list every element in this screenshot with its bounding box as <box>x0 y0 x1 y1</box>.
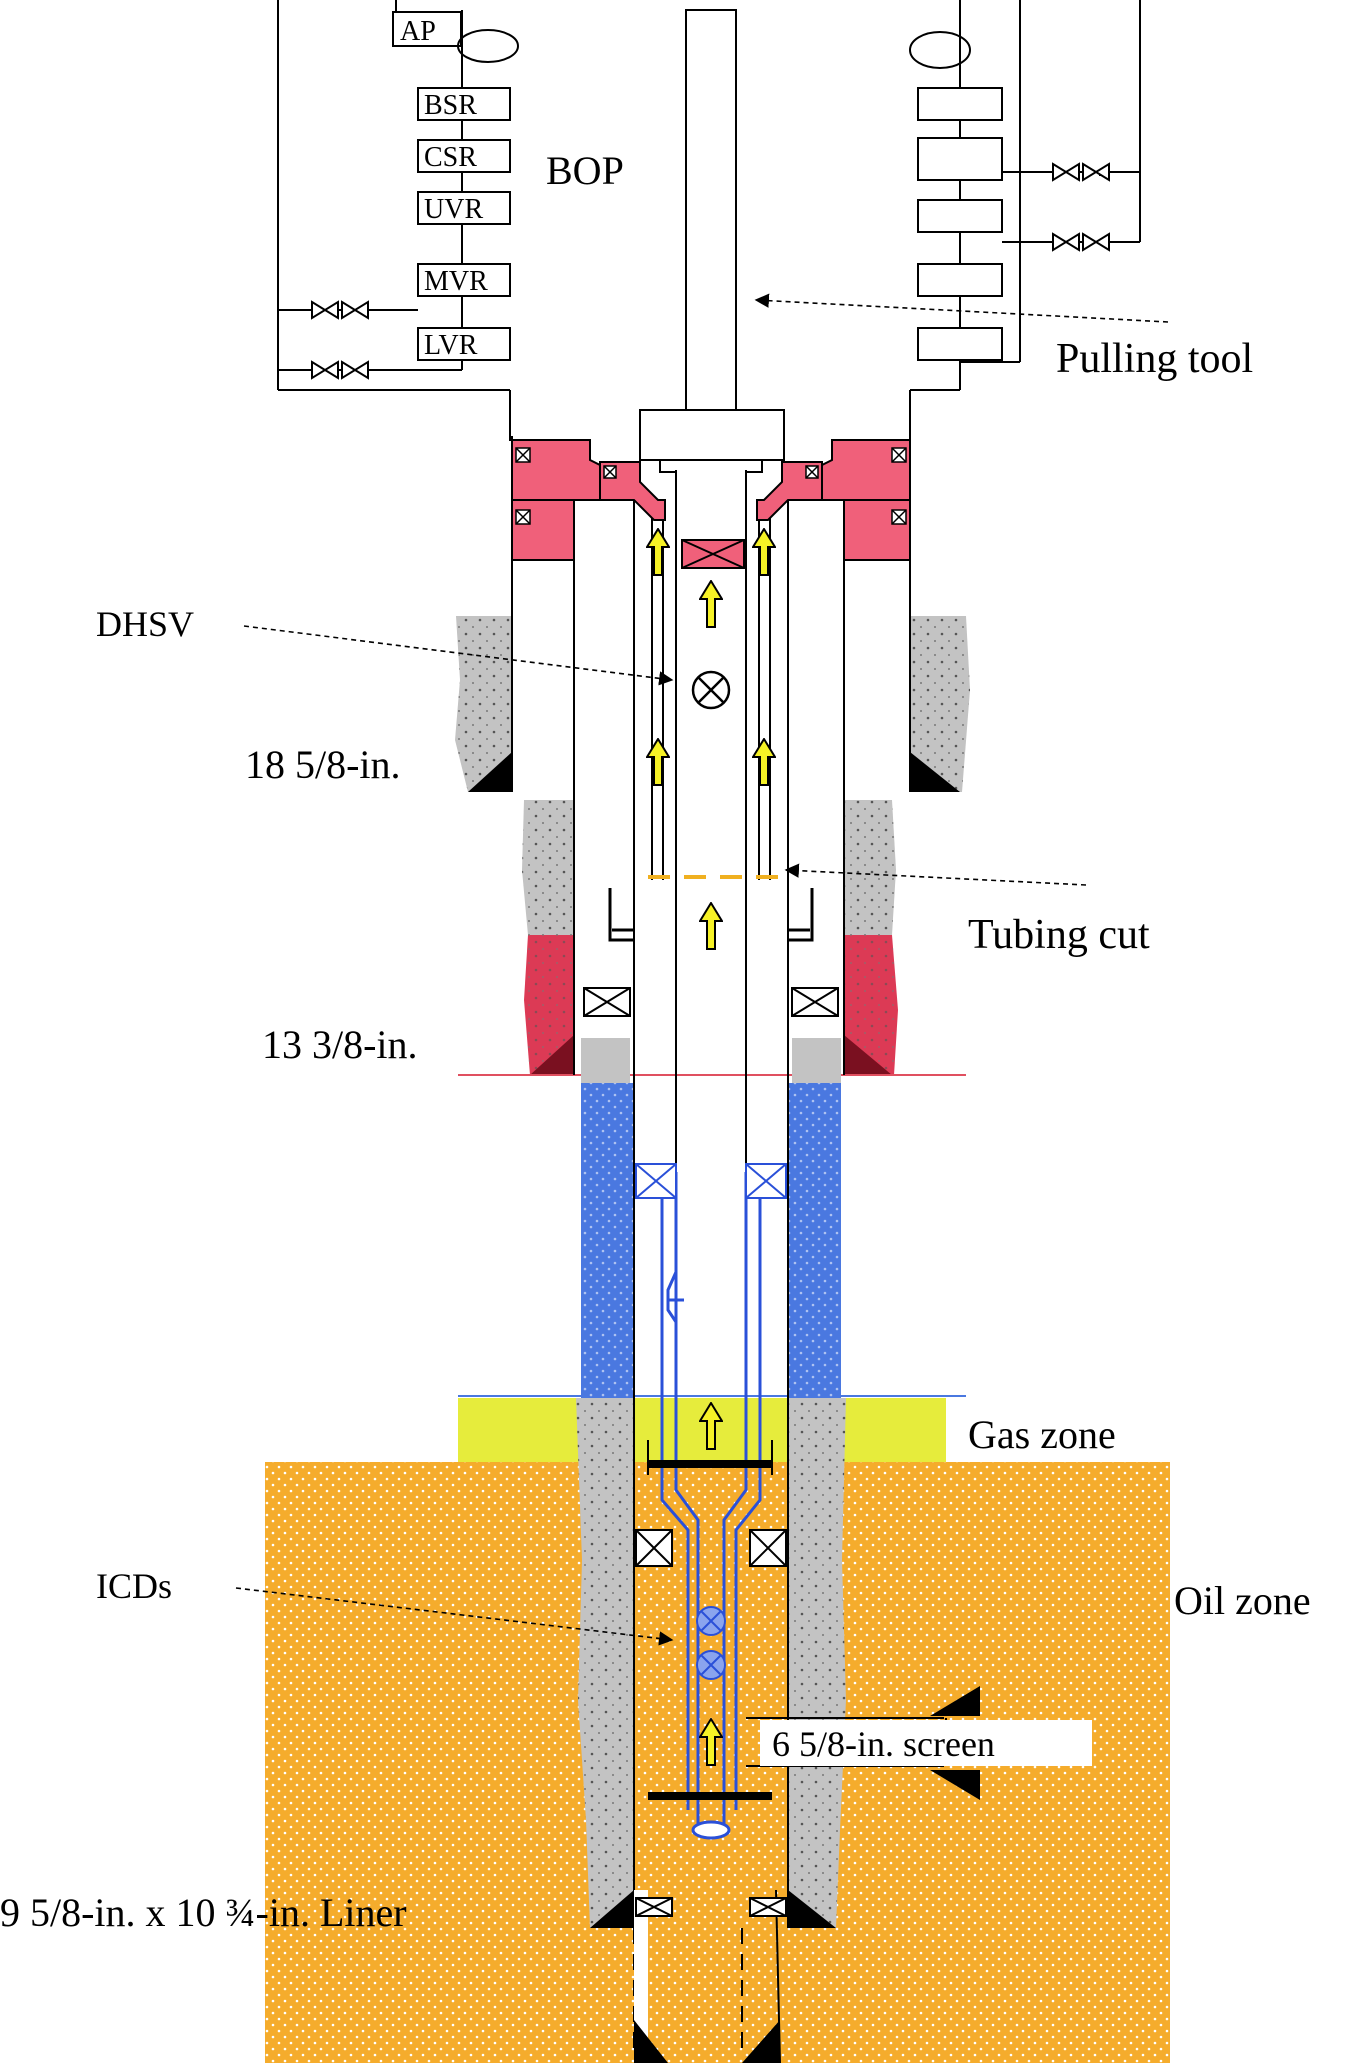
ram-ap: AP <box>400 16 436 47</box>
tubing-upper <box>651 470 771 1175</box>
dhsv-plug <box>681 539 745 569</box>
dhsv-valve <box>691 670 731 710</box>
label-oil-zone: Oil zone <box>1174 1578 1311 1623</box>
bop-stack <box>277 0 519 391</box>
cement-blue <box>581 1083 841 1398</box>
label-liner: 9 5/8-in. x 10 ¾-in. Liner <box>0 1890 407 1935</box>
tubing-hangers <box>608 888 814 942</box>
cement-13-grey <box>522 800 896 935</box>
bop-labels: AP BSR CSR UVR MVR LVR BOP <box>400 16 624 361</box>
ram-bsr: BSR <box>424 90 477 121</box>
label-icds: ICDs <box>96 1566 172 1606</box>
ram-mvr: MVR <box>424 266 488 297</box>
label-dhsv: DHSV <box>96 604 194 644</box>
cement-liner <box>576 1398 846 1928</box>
bop-title: BOP <box>546 148 624 193</box>
label-pulling-tool: Pulling tool <box>1056 336 1253 382</box>
ram-csr: CSR <box>424 142 477 173</box>
label-casing-18: 18 5/8-in. <box>245 742 401 787</box>
packer-lower <box>635 1440 787 1917</box>
label-casing-13: 13 3/8-in. <box>262 1022 418 1067</box>
casing-13 <box>573 500 845 1075</box>
ram-uvr: UVR <box>424 194 483 225</box>
cement-upper <box>455 616 970 792</box>
wellhead <box>509 390 911 561</box>
ram-lvr: LVR <box>424 330 478 361</box>
pulling-tool <box>639 9 785 473</box>
packer-13 <box>583 987 839 1017</box>
lower-completion <box>660 1172 762 1840</box>
label-tubing-cut: Tubing cut <box>968 912 1150 958</box>
bop-stack-right <box>909 0 1141 391</box>
cement-shoe-grey <box>581 1038 841 1083</box>
label-screen: 6 5/8-in. screen <box>772 1724 995 1764</box>
leader-arrows <box>235 293 1169 1646</box>
cement-13-red <box>524 935 898 1075</box>
label-gas-zone: Gas zone <box>968 1412 1116 1457</box>
liner-bottom <box>634 1889 781 2063</box>
packer-blue <box>635 1163 787 1199</box>
screen-label-box: 6 5/8-in. screen <box>760 1720 1092 1766</box>
icd-valves <box>696 1606 726 1680</box>
gas-zone <box>458 1398 946 1462</box>
